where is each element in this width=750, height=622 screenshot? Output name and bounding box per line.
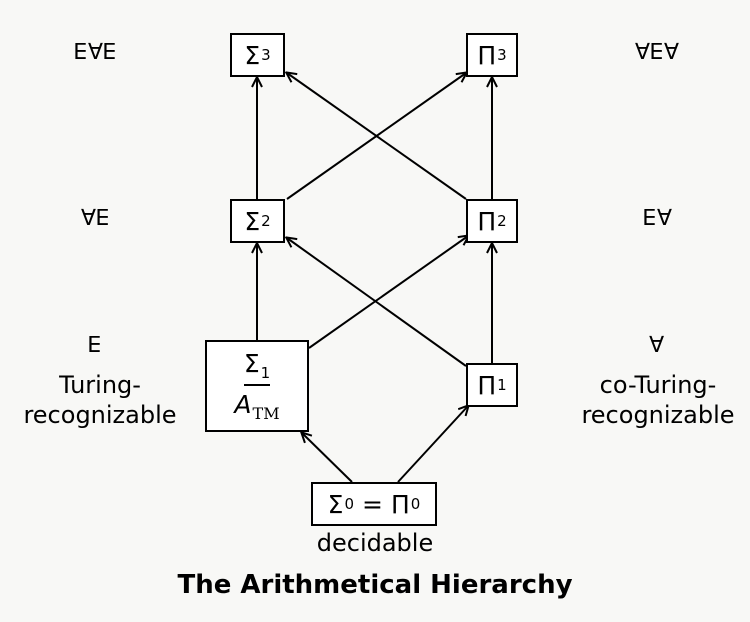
turing-recognizable-line2: recognizable: [23, 401, 177, 429]
pi2-subscript: 2: [497, 211, 507, 230]
base-right-subscript: 0: [410, 494, 421, 513]
sigma1-symbol: Σ: [243, 348, 260, 378]
turing-recognizable-line1: Turing-: [59, 371, 141, 399]
sigma2-symbol: Σ: [244, 206, 261, 236]
pi1-subscript: 1: [497, 375, 507, 394]
turing-recognizable-label: Turing- recognizable: [10, 370, 190, 430]
pi3-subscript: 3: [497, 45, 507, 64]
decidable-caption: decidable: [316, 529, 434, 557]
left-level2-text: ∃∀: [80, 206, 110, 231]
co-turing-recognizable-line1: co-Turing-: [599, 371, 717, 399]
base-left-subscript: 0: [344, 494, 355, 513]
base-right-symbol: Π: [390, 489, 410, 519]
edge-base-to-pi1: [397, 406, 468, 483]
sigma1-subscript: 1: [260, 363, 271, 382]
sigma1-class-label: Σ1: [243, 348, 271, 386]
sigma3-symbol: Σ: [244, 40, 261, 70]
pi3-symbol: Π: [477, 40, 497, 70]
left-level3-quantifiers: ∃∀∃: [40, 40, 150, 65]
sigma1-example-subscript: TM: [252, 403, 280, 423]
sigma1-node: Σ1 ATM: [205, 340, 309, 432]
sigma2-subscript: 2: [261, 211, 271, 230]
base-left-symbol: Σ: [327, 489, 344, 519]
edge-base-to-sigma1: [302, 433, 353, 483]
co-turing-recognizable-label: co-Turing- recognizable: [568, 370, 748, 430]
right-level3-text: ∀∃∀: [635, 40, 679, 65]
edge-pi2-to-sigma3: [287, 73, 467, 200]
right-level1-text: ∀: [649, 333, 665, 358]
left-level3-text: ∃∀∃: [73, 40, 117, 65]
sigma1-example: ATM: [234, 392, 279, 422]
right-level2-quantifiers: ∀∃: [602, 206, 712, 231]
sigma3-subscript: 3: [261, 45, 271, 64]
pi2-symbol: Π: [477, 206, 497, 236]
edge-sigma1-to-pi2: [308, 236, 468, 349]
pi1-symbol: Π: [477, 370, 497, 400]
edge-pi1-to-sigma2: [287, 238, 467, 367]
right-level1-quantifier: ∀: [602, 333, 712, 358]
right-level3-quantifiers: ∀∃∀: [602, 40, 712, 65]
left-level2-quantifiers: ∃∀: [40, 206, 150, 231]
left-level1-text: ∃: [88, 333, 102, 358]
left-level1-quantifier: ∃: [40, 333, 150, 358]
co-turing-recognizable-line2: recognizable: [581, 401, 735, 429]
right-level2-text: ∀∃: [642, 206, 672, 231]
base-equals: =: [362, 489, 383, 519]
diagram-title: The Arithmetical Hierarchy: [177, 570, 573, 600]
sigma1-example-symbol: A: [234, 389, 252, 419]
